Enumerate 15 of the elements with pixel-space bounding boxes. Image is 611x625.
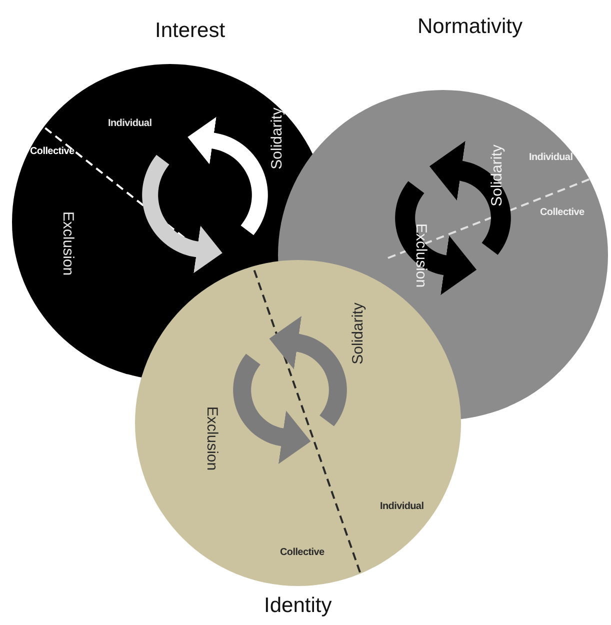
region-label: Collective [30, 147, 74, 157]
arrow-label: Exclusion [414, 222, 429, 288]
arrow-label: Solidarity [350, 302, 366, 364]
circle-heading: Normativity [418, 16, 523, 36]
region-label: Collective [280, 548, 324, 558]
arrow-label: Solidarity [269, 107, 284, 169]
region-label: Individual [529, 153, 573, 163]
arrow-label: Solidarity [489, 144, 504, 206]
circle-heading: Interest [155, 20, 226, 40]
region-label: Collective [540, 208, 584, 218]
region-label: Individual [380, 502, 424, 512]
region-label: Individual [108, 119, 152, 129]
arrow-label: Exclusion [60, 210, 76, 276]
circle-heading: Identity [264, 594, 332, 616]
arrow-label: Exclusion [204, 406, 220, 470]
